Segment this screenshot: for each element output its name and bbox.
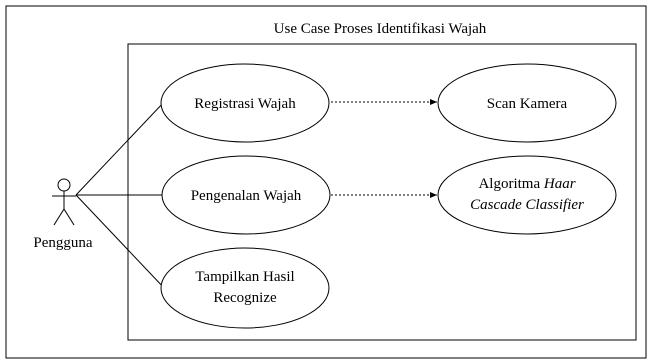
- use-case-label-algoritma-line1: Algoritma Haar: [478, 176, 575, 192]
- use-case-registrasi-wajah[interactable]: [160, 63, 330, 143]
- use-case-label-registrasi: Registrasi Wajah: [194, 96, 296, 112]
- use-case-label-tampilkan-line2: Recognize: [213, 290, 277, 306]
- stick-figure-actor-icon: [52, 178, 76, 226]
- association-registrasi: [75, 100, 166, 196]
- outer-frame: [5, 5, 647, 359]
- system-boundary: [127, 43, 637, 341]
- actor-label: Pengguna: [33, 235, 93, 251]
- use-case-label-tampilkan-line1: Tampilkan Hasil: [195, 269, 294, 285]
- actor-associations: [75, 100, 167, 291]
- association-tampilkan: [75, 194, 167, 291]
- use-case-pengenalan-wajah[interactable]: [161, 155, 331, 235]
- use-case-tampilkan-hasil[interactable]: [160, 247, 330, 329]
- use-case-label-algoritma-line2: Cascade Classifier: [470, 197, 584, 213]
- use-case-scan-kamera[interactable]: [437, 63, 617, 143]
- algoritma-plain-text: Algoritma: [478, 176, 543, 192]
- use-case-label-pengenalan: Pengenalan Wajah: [191, 188, 302, 204]
- use-case-algoritma[interactable]: [437, 155, 617, 235]
- algoritma-italic-haar: Haar: [543, 176, 576, 192]
- system-title: Use Case Proses Identifikasi Wajah: [274, 21, 487, 37]
- use-case-label-scan: Scan Kamera: [487, 96, 568, 112]
